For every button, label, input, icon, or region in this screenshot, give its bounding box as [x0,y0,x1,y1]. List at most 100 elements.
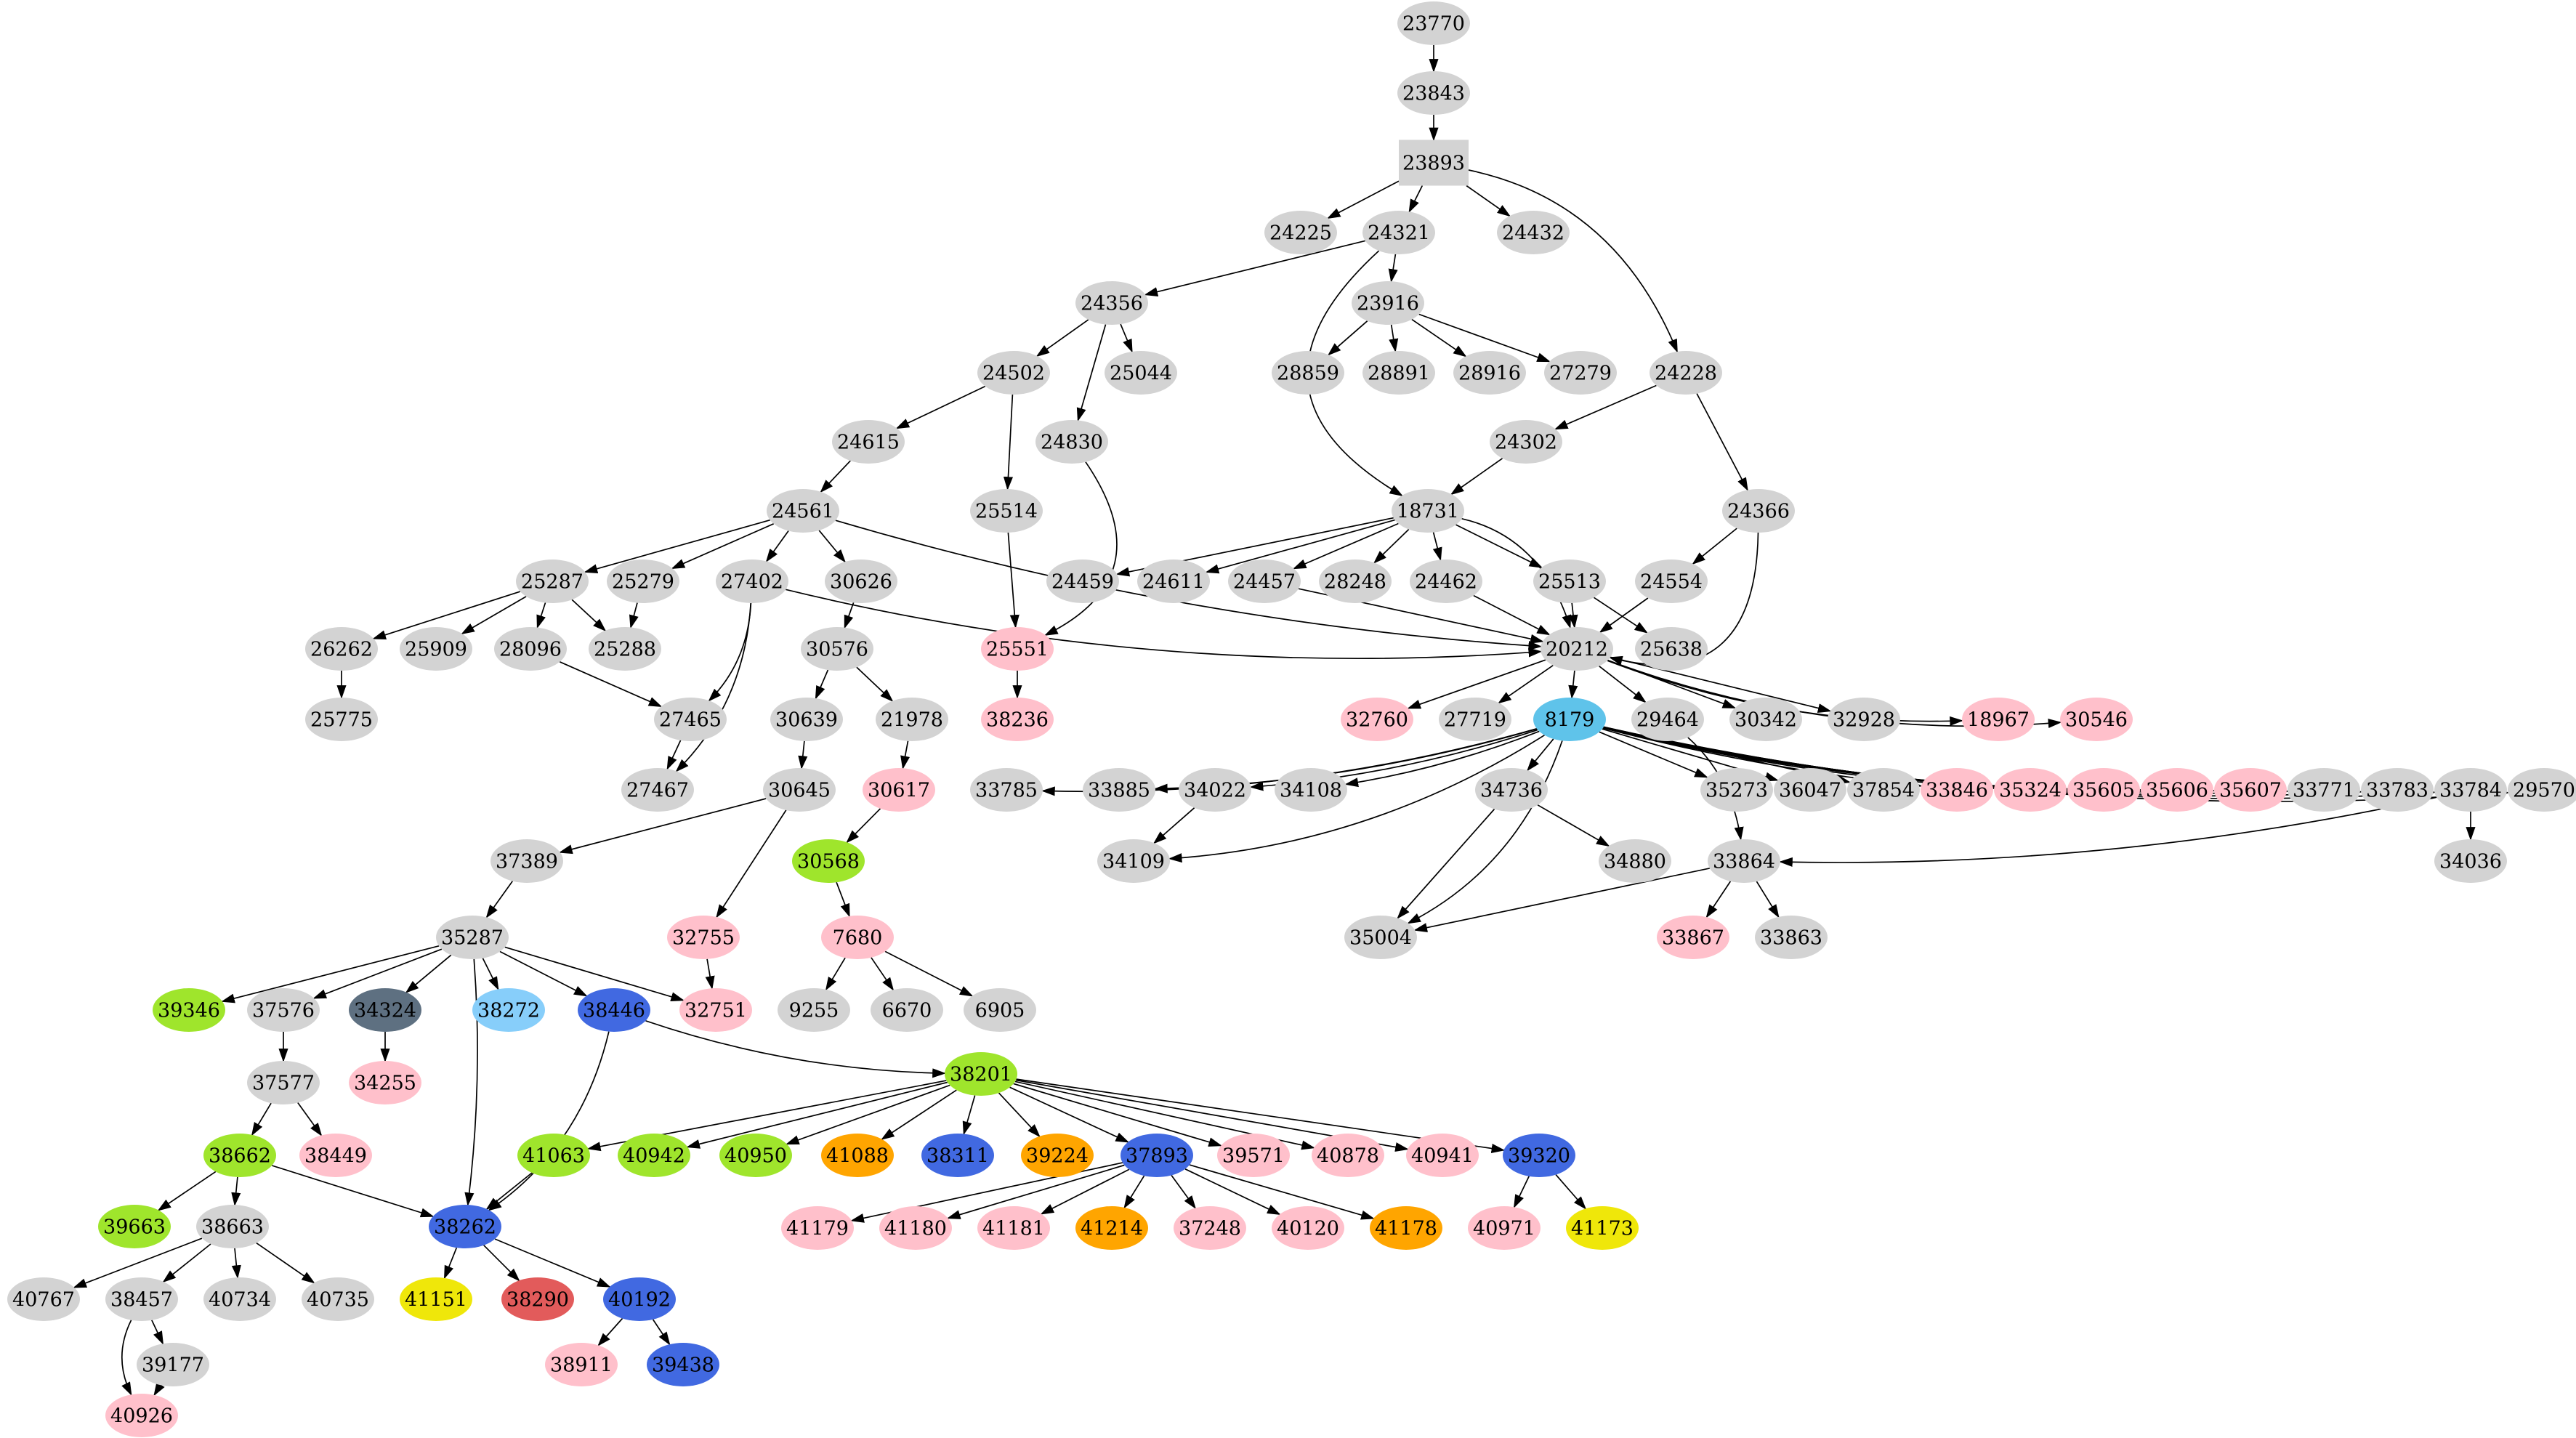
node-label: 32755 [672,927,735,950]
node-ellipse [603,1277,676,1321]
node-30568: 30568 [792,839,865,883]
node-label: 40878 [1317,1145,1379,1168]
node-label: 37576 [252,1000,315,1022]
edge-20212-32760 [1407,659,1546,709]
node-34324: 34324 [349,988,421,1032]
node-ellipse [305,698,378,741]
node-label: 29570 [2513,780,2575,802]
node-41180: 41180 [879,1206,952,1250]
node-ellipse [1397,1,1470,45]
node-label: 41088 [826,1145,889,1168]
node-ellipse [2141,768,2213,812]
edge-24561-30626 [818,530,846,563]
node-label: 33867 [1662,927,1724,950]
edge-18731-24611 [1205,519,1395,574]
edge-38201-39224 [998,1092,1041,1138]
node-ellipse [1497,211,1570,254]
edge-24615-24561 [820,460,851,493]
node-41181: 41181 [977,1206,1050,1250]
edge-38201-41088 [881,1089,957,1140]
node-ellipse [105,1394,178,1437]
node-ellipse [1174,1206,1246,1250]
node-41088: 41088 [821,1134,894,1177]
node-ellipse [2361,768,2434,812]
node-label: 41063 [522,1145,585,1168]
node-33771: 33771 [2288,768,2360,812]
node-37577: 37577 [247,1061,320,1104]
node-ellipse [801,627,873,671]
edge-38201-40950 [786,1084,950,1145]
node-label: 38201 [950,1064,1012,1086]
edge-23893-24228 [1468,169,1678,353]
node-28859: 28859 [1272,351,1344,395]
node-ellipse [494,627,567,671]
node-label: 33785 [975,780,1038,802]
edge-38663-40767 [73,1237,203,1288]
node-21978: 21978 [876,698,948,741]
node-25279: 25279 [607,560,679,603]
node-23843: 23843 [1397,71,1470,115]
node-18967: 18967 [1962,698,2035,741]
node-label: 35287 [441,927,504,950]
edge-24228-24366 [1696,393,1748,492]
edge-38446-38201 [645,1019,946,1078]
node-ellipse [153,988,225,1032]
node-ellipse [719,1134,792,1177]
node-ellipse [1566,1206,1639,1250]
node-ellipse [501,1277,574,1321]
node-label: 24302 [1495,432,1557,454]
edge-37893-41178 [1189,1164,1375,1220]
node-label: 35607 [2219,780,2282,802]
node-ellipse [763,768,836,812]
node-24615: 24615 [832,420,905,464]
node-label: 38449 [304,1145,367,1168]
edge-33784-33864 [1779,796,2437,867]
node-label: 38911 [550,1354,613,1377]
edge-8179-34736 [1527,738,1554,772]
node-38446: 38446 [578,988,650,1032]
edge-30639-30645 [798,740,808,770]
edge-35287-34324 [405,954,452,993]
edge-23916-27279 [1418,313,1551,363]
node-33864: 33864 [1708,839,1780,883]
node-label: 36047 [1779,780,1841,802]
node-ellipse [1272,1206,1344,1250]
node-label: 23770 [1402,13,1465,36]
node-24830: 24830 [1035,420,1108,464]
node-ellipse [1362,211,1435,254]
node-33785: 33785 [970,768,1043,812]
node-label: 33885 [1088,780,1150,802]
node-28891: 28891 [1362,351,1435,395]
node-label: 40950 [724,1145,787,1168]
node-ellipse [1410,560,1482,603]
node-ellipse [863,768,935,812]
node-41063: 41063 [517,1134,590,1177]
node-25638: 25638 [1635,627,1708,671]
node-label: 32760 [1346,709,1408,732]
edge-18731-25513 [1455,524,1543,568]
node-38262: 38262 [429,1205,501,1248]
node-ellipse [2067,768,2140,812]
node-33885: 33885 [1083,768,1155,812]
node-ellipse [832,420,905,464]
node-ellipse [1312,1134,1384,1177]
edge-35287-37576 [312,948,443,999]
node-label: 34109 [1102,851,1165,873]
node-35324: 35324 [1994,768,2067,812]
node-ellipse [1921,768,1993,812]
node-ellipse [792,839,865,883]
node-ellipse [517,1134,590,1177]
node-label: 33783 [2366,780,2428,802]
node-38201: 38201 [945,1052,1017,1096]
edge-37893-41180 [946,1164,1125,1219]
edge-32755-32751 [705,958,715,990]
node-label: 9255 [789,1000,839,1022]
node-label: 39177 [142,1354,204,1377]
node-ellipse [1962,698,2035,741]
node-33867: 33867 [1657,916,1729,959]
node-37854: 37854 [1847,768,1920,812]
node-label: 24321 [1368,222,1430,245]
node-ellipse [1700,768,1773,812]
node-ellipse [305,627,378,671]
